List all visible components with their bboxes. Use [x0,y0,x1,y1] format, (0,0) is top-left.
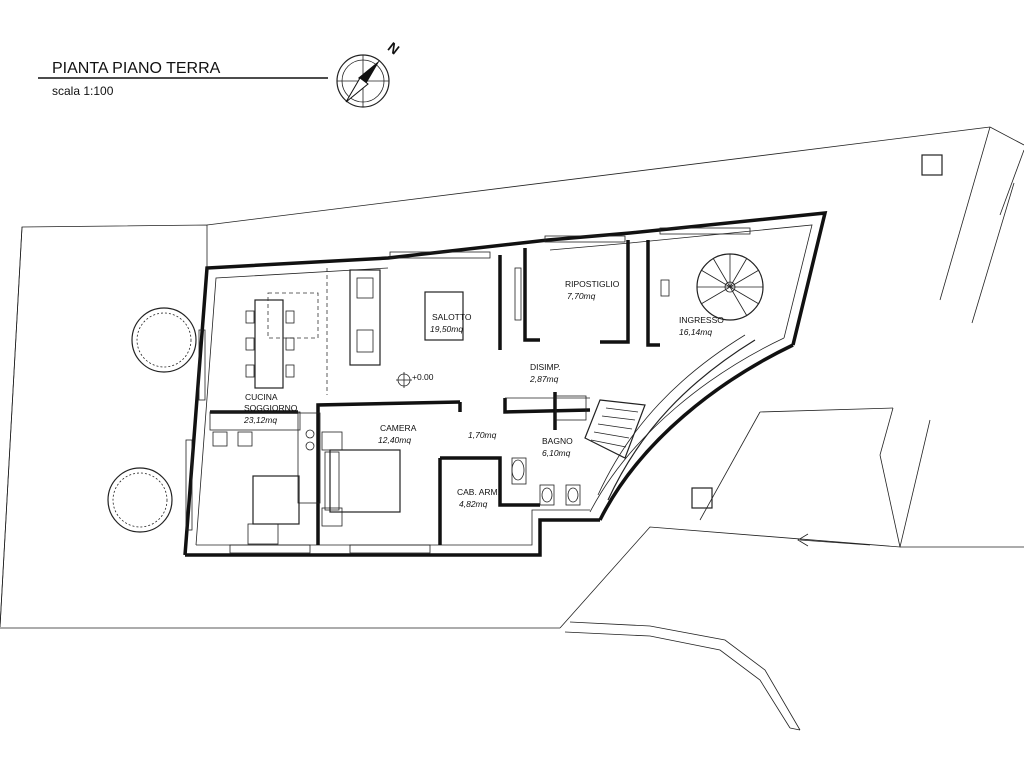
north-arrow-icon: N [336,39,403,108]
arrow-left-icon [797,533,871,547]
room-labels: SALOTTO 19,50mq RIPOSTIGLIO 7,70mq INGRE… [243,279,724,509]
site-marker-square-2 [691,487,713,509]
room-salotto-area: 19,50mq [430,324,463,334]
sofa [349,269,381,366]
plan-scale: scala 1:100 [52,84,114,98]
north-label: N [385,39,403,58]
coffee-table [424,291,464,341]
level-marker-label: +0.00 [412,372,434,382]
room-soggiorno-name: SOGGIORNO [244,403,298,413]
room-ingresso-name: INGRESSO [679,315,724,325]
level-marker-icon [396,372,412,388]
plan-title: PIANTA PIANO TERRA [52,60,221,77]
room-cabarm-area: 4,82mq [459,499,488,509]
title-block: PIANTA PIANO TERRA scala 1:100 [38,60,328,98]
room-camera-name: CAMERA [380,423,417,433]
room-camera-area: 12,40mq [378,435,411,445]
room-cabarm-name: CAB. ARM. [457,487,500,497]
room-disimp-name: DISIMP. [530,362,561,372]
room-bagno-area: 6,10mq [542,448,571,458]
room-disimp-area: 2,87mq [529,374,559,384]
bed [329,449,401,513]
site-boundary [0,126,1024,731]
windows [185,227,751,554]
room-cucina-area: 23,12mq [243,415,277,425]
room-ripostiglio-name: RIPOSTIGLIO [565,279,620,289]
room-salotto-name: SALOTTO [432,312,472,322]
room-bagno-name: BAGNO [542,436,573,446]
tree-icon [107,307,197,533]
room-hall-area: 1,70mq [468,430,497,440]
furniture [209,267,670,545]
spiral-stair-icon [696,253,764,321]
room-cucina-name: CUCINA [245,392,278,402]
stairs [584,399,646,459]
site-marker-square [921,154,943,176]
room-ripostiglio-area: 7,70mq [567,291,596,301]
room-ingresso-area: 16,14mq [679,327,712,337]
dining-table [254,299,284,389]
